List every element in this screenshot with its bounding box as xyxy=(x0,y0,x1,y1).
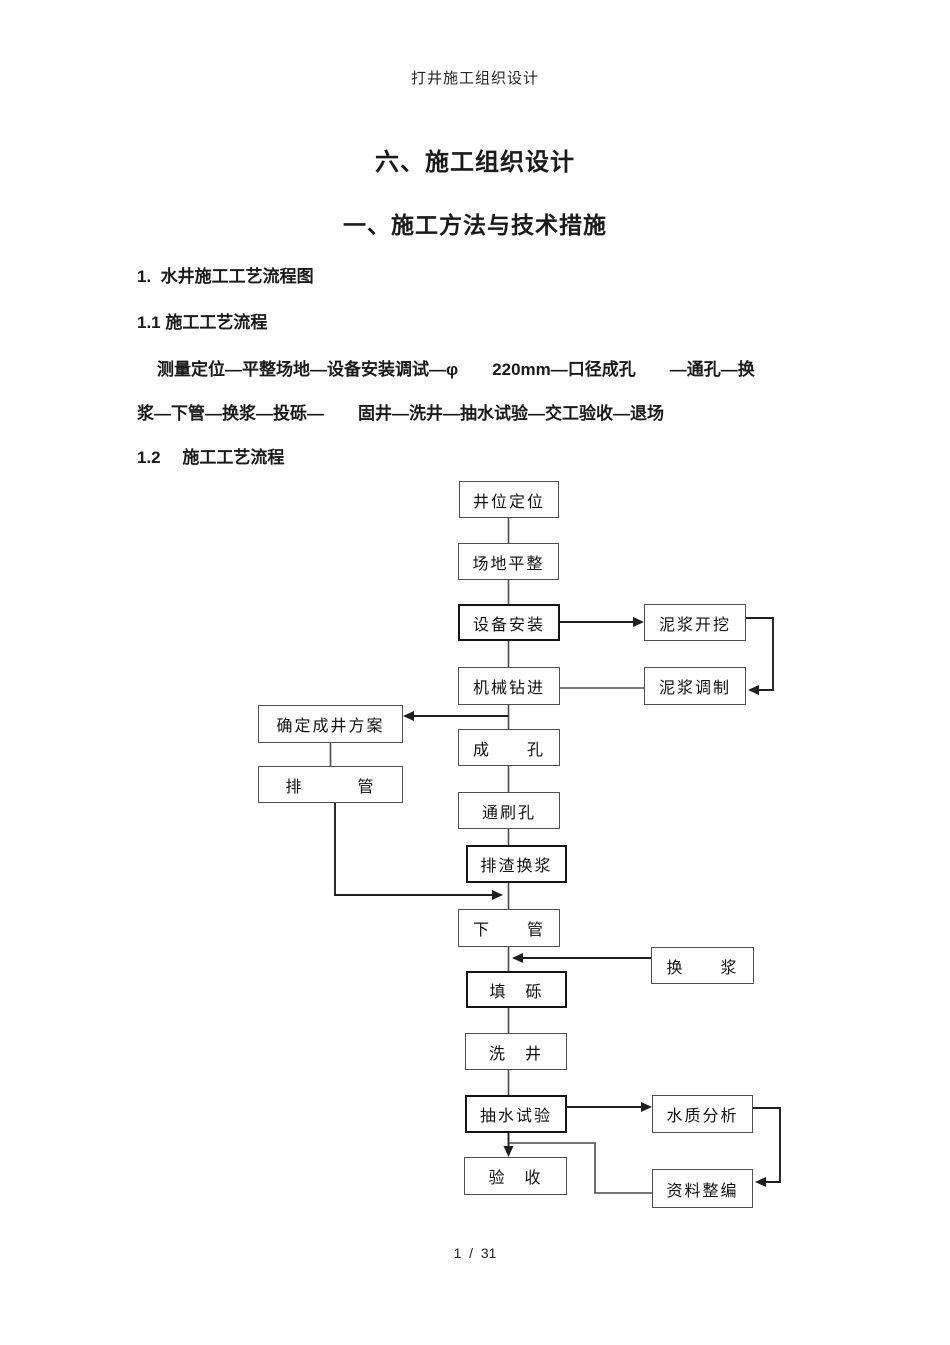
heading-1-2: 1.2 施工工艺流程 xyxy=(137,448,285,467)
arrow-line xyxy=(746,617,774,691)
process-text-line-1: 测量定位—平整场地—设备安装调试—φ 220mm—口径成孔 —通孔—换 xyxy=(157,360,755,379)
arrow-head-left xyxy=(748,685,759,695)
flow-node-hole-cleaning: 通刷孔 xyxy=(458,792,560,829)
arrow-head-right xyxy=(641,1102,652,1112)
arrow-head-left xyxy=(403,711,414,721)
page-number: 1 / 31 xyxy=(453,1245,497,1261)
flow-node-slurry-replacement: 换 浆 xyxy=(651,947,754,984)
flow-node-hole-forming: 成 孔 xyxy=(458,729,560,766)
flow-node-slag-removal: 排渣换浆 xyxy=(466,845,567,883)
flow-node-well-position: 井位定位 xyxy=(459,481,559,518)
arrow-line xyxy=(753,1107,781,1183)
flow-node-well-plan: 确定成井方案 xyxy=(258,705,403,743)
heading-1: 1. 水井施工工艺流程图 xyxy=(137,267,314,286)
heading-1-1: 1.1 施工工艺流程 xyxy=(137,313,268,332)
flow-node-gravel-filling: 填 砾 xyxy=(466,971,567,1008)
arrow-head-right xyxy=(492,890,503,900)
flow-node-pipe-lowering: 下 管 xyxy=(458,909,560,947)
flow-node-pumping-test: 抽水试验 xyxy=(465,1095,567,1133)
flow-node-water-quality: 水质分析 xyxy=(652,1095,753,1133)
doc-subtitle: 一、施工方法与技术措施 xyxy=(343,212,607,238)
flow-node-mud-preparation: 泥浆调制 xyxy=(644,667,746,705)
flow-node-mud-excavation: 泥浆开挖 xyxy=(644,604,746,641)
flow-node-acceptance: 验 收 xyxy=(464,1157,567,1195)
doc-title: 六、施工组织设计 xyxy=(375,149,575,176)
page-header-text: 打井施工组织设计 xyxy=(410,70,539,87)
arrow-head-right xyxy=(633,617,644,627)
process-text-line-2: 浆—下管—换浆—投砾— 固井—洗井—抽水试验—交工验收—退场 xyxy=(137,404,664,423)
arrow-head-left xyxy=(755,1177,766,1187)
flow-node-equipment-install: 设备安装 xyxy=(458,604,560,641)
flow-node-data-compilation: 资料整编 xyxy=(652,1169,753,1208)
flow-node-well-washing: 洗 井 xyxy=(465,1033,567,1070)
flow-node-mechanical-drilling: 机械钻进 xyxy=(458,667,560,705)
arrow-head-left xyxy=(512,953,523,963)
arrow-head-down xyxy=(503,1146,514,1157)
flow-node-site-leveling: 场地平整 xyxy=(458,543,559,580)
flow-node-pipe-arrangement: 排 管 xyxy=(258,766,403,803)
